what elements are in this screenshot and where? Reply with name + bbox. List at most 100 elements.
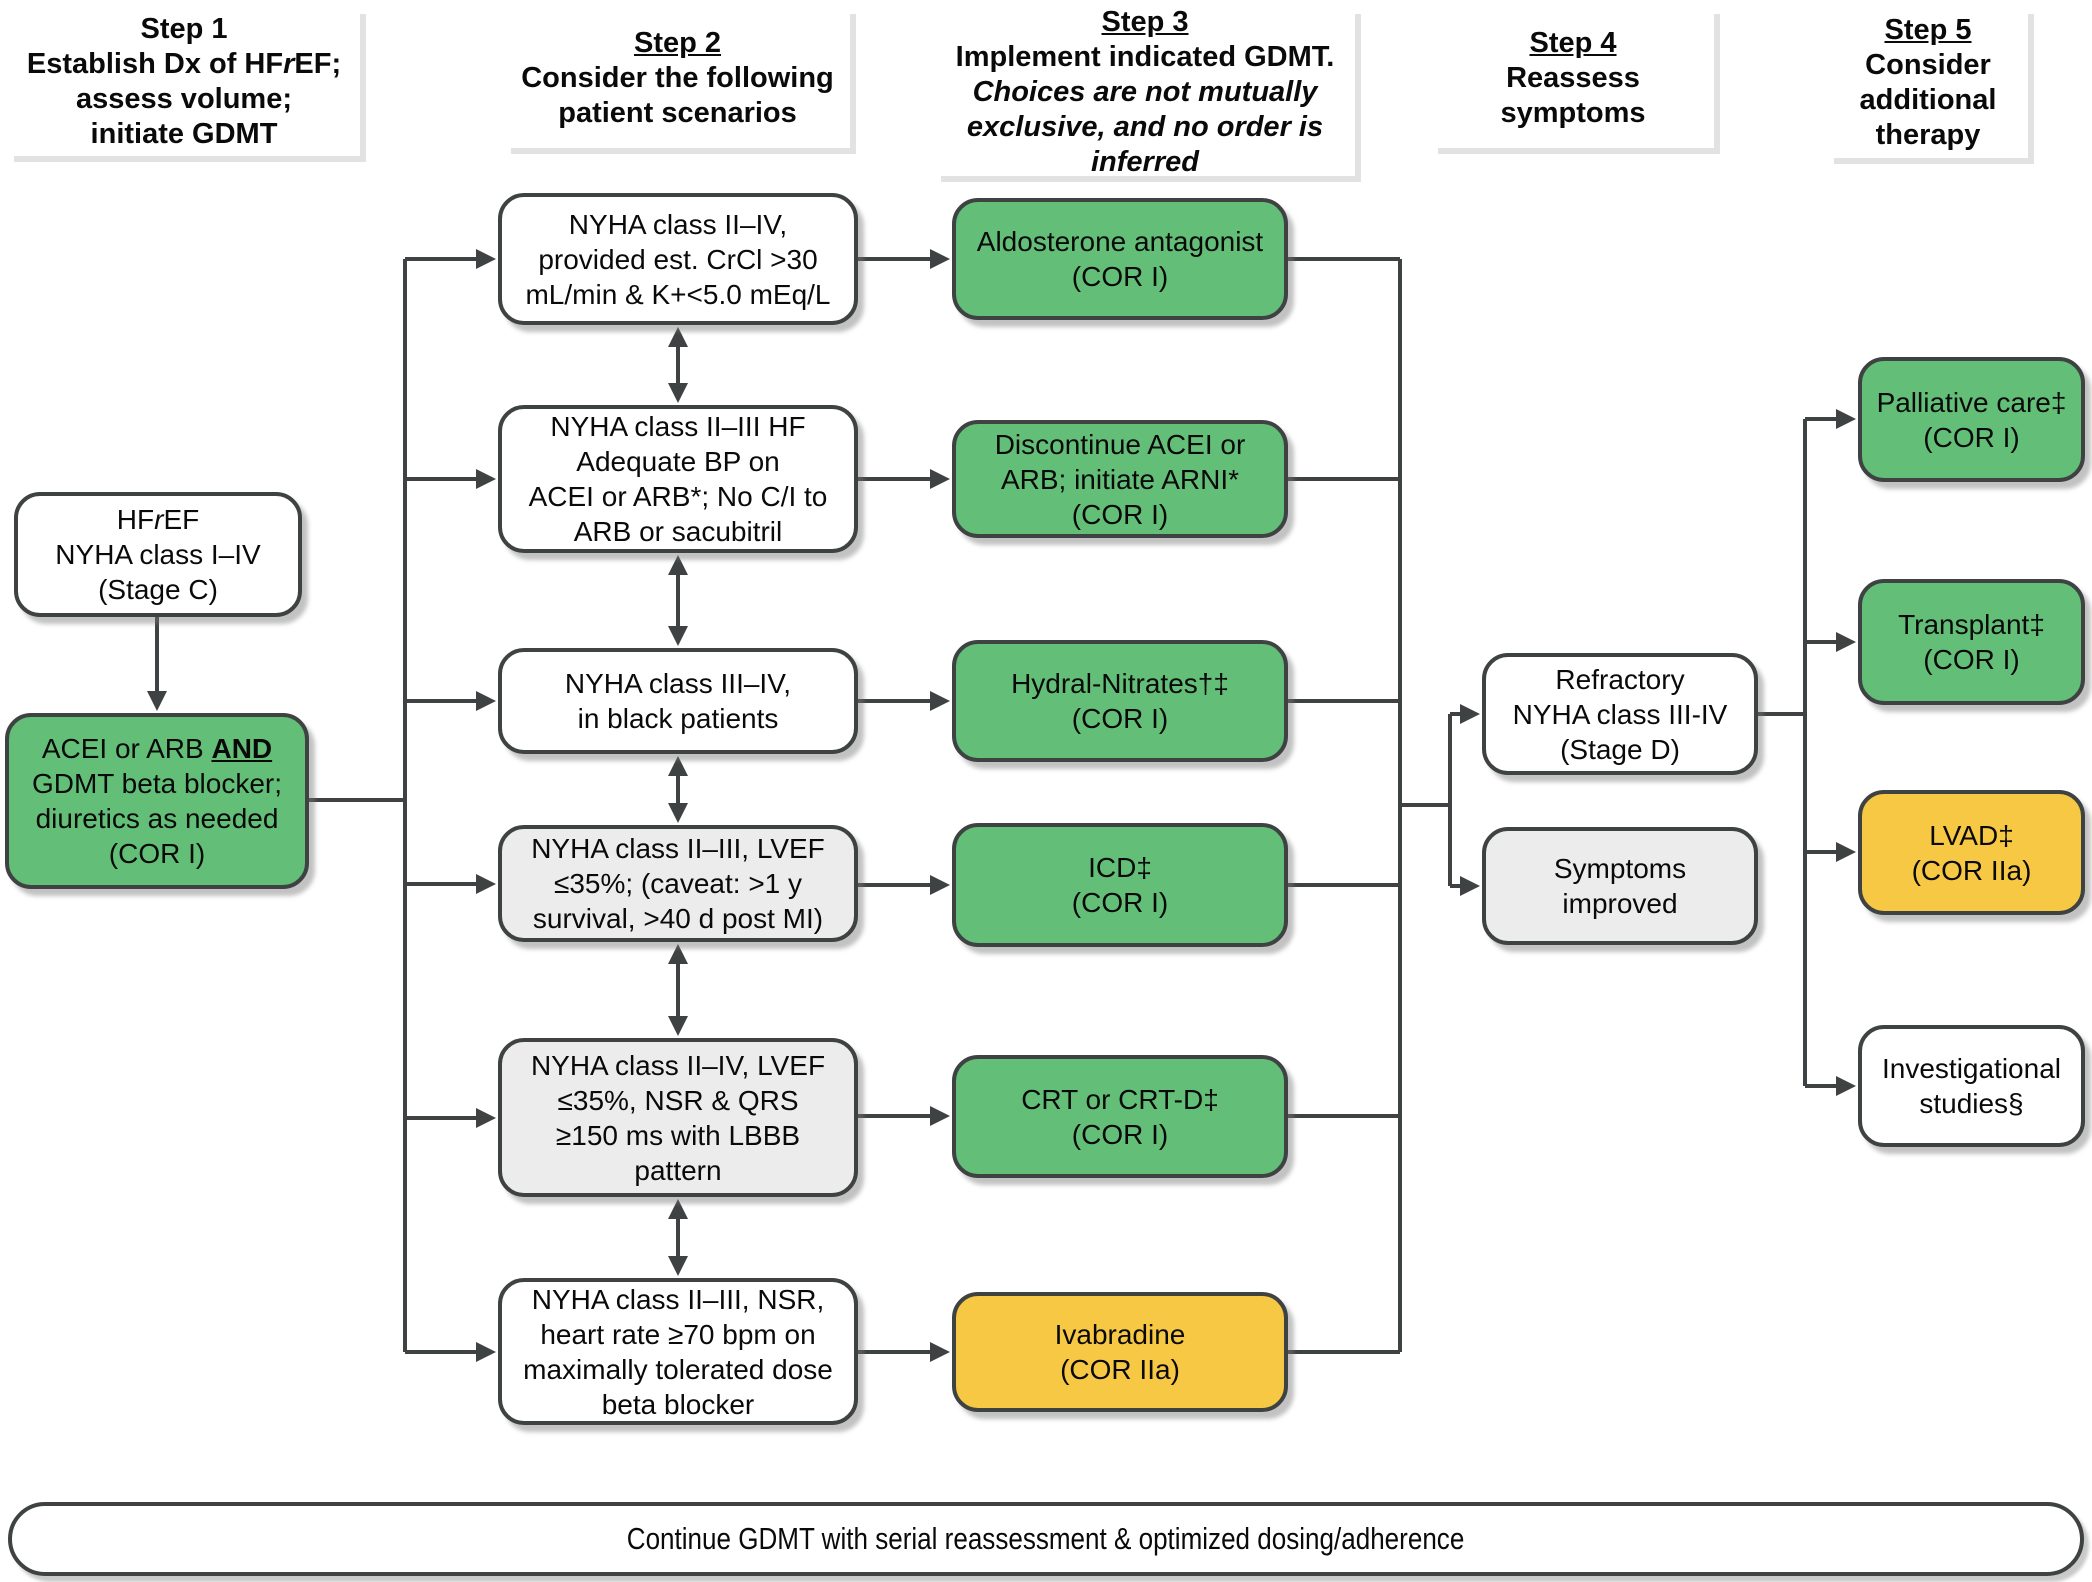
- continue-gdmt-banner: Continue GDMT with serial reassessment &…: [8, 1502, 2084, 1576]
- step3-header: Step 3 Implement indicated GDMT. Choices…: [935, 5, 1355, 178]
- text-line: (COR IIa): [1911, 854, 2032, 886]
- text-line: (COR I): [1923, 644, 2020, 675]
- text-line: HFrEF: [116, 504, 200, 535]
- text-line: ARB or sacubitril: [573, 516, 783, 547]
- text-line: NYHA class II–IV, LVEF: [530, 1049, 826, 1081]
- step1-header: Step 1 Establish Dx of HFrEF; assess vol…: [8, 8, 360, 156]
- transplant-box: Transplant‡ (COR I): [1858, 579, 2085, 705]
- text-line: mL/min & K+<5.0 mEq/L: [525, 278, 831, 310]
- text-line: ≤35%, NSR & QRS: [557, 1084, 799, 1116]
- scenario-ivabradine-criteria-box: NYHA class II–III, NSR, heart rate ≥70 b…: [498, 1278, 858, 1425]
- text-line: Implement indicated GDMT.: [955, 40, 1335, 73]
- text-line: NYHA class II–IV,: [568, 208, 788, 240]
- text-line: improved: [1562, 888, 1678, 919]
- treatment-arni-box: Discontinue ACEI or ARB; initiate ARNI* …: [952, 420, 1288, 538]
- text-line: additional: [1859, 84, 1997, 116]
- text-line: (COR I): [1071, 498, 1169, 530]
- text-line: Aldosterone antagonist: [976, 226, 1264, 257]
- text-line: ≥150 ms with LBBB: [555, 1119, 801, 1151]
- text-line: beta blocker: [601, 1388, 755, 1420]
- text-line: ACEI or ARB AND: [41, 733, 273, 764]
- text-line: provided est. CrCl >30: [538, 243, 818, 275]
- text-line: (COR I): [1071, 887, 1169, 918]
- text-line: survival, >40 d post MI): [532, 903, 824, 934]
- text-line: (COR I): [108, 838, 206, 869]
- scenario-crt-criteria-box: NYHA class II–IV, LVEF ≤35%, NSR & QRS ≥…: [498, 1038, 858, 1197]
- text-line: (COR I): [1071, 703, 1169, 734]
- text-line: Choices are not mutually: [972, 75, 1318, 108]
- text-line: CRT or CRT-D‡: [1021, 1083, 1219, 1115]
- text-line: Consider the following: [521, 61, 834, 94]
- text-line: studies§: [1919, 1088, 2024, 1119]
- text-line: Symptoms: [1553, 853, 1687, 884]
- scenario-aldosterone-criteria-box: NYHA class II–IV, provided est. CrCl >30…: [498, 193, 858, 325]
- text-line: ACEI or ARB*; No C/I to: [528, 481, 828, 512]
- text-line: symptoms: [1500, 96, 1646, 129]
- text-line: Ivabradine: [1054, 1319, 1186, 1350]
- text-line: ARB; initiate ARNI*: [1000, 463, 1240, 495]
- treatment-hydral-nitrates-box: Hydral-Nitrates†‡ (COR I): [952, 640, 1288, 762]
- text-line: (Stage D): [1560, 733, 1680, 765]
- text-line: (COR I): [1071, 261, 1169, 292]
- text-line: assess volume;: [75, 83, 292, 115]
- text-line: therapy: [1875, 119, 1981, 151]
- text-line: ICD‡: [1088, 852, 1152, 883]
- text-line: (Stage C): [98, 574, 218, 605]
- banner-text: Continue GDMT with serial reassessment &…: [627, 1521, 1465, 1556]
- step4-title: Step 4: [1529, 26, 1617, 59]
- palliative-care-box: Palliative care‡ (COR I): [1858, 357, 2085, 482]
- text-line: (COR IIa): [1060, 1354, 1180, 1385]
- scenario-arni-criteria-box: NYHA class II–III HF Adequate BP on ACEI…: [498, 405, 858, 553]
- text-line: Reassess: [1506, 61, 1640, 94]
- text-line: exclusive, and no order is: [966, 110, 1324, 143]
- text-line: NYHA class III–IV,: [564, 668, 792, 699]
- acei-arb-beta-blocker-box: ACEI or ARB AND GDMT beta blocker; diure…: [5, 713, 309, 889]
- text-line: patient scenarios: [558, 96, 797, 129]
- text-line: initiate GDMT: [90, 118, 278, 150]
- step2-title: Step 2: [633, 26, 722, 59]
- text-line: diuretics as needed: [35, 803, 279, 834]
- treatment-ivabradine-box: Ivabradine (COR IIa): [952, 1292, 1288, 1412]
- text-line: (COR I): [1071, 1118, 1169, 1150]
- text-line: Investigational: [1881, 1053, 2061, 1084]
- text-line: pattern: [634, 1154, 722, 1186]
- lvad-box: LVAD‡ (COR IIa): [1858, 790, 2085, 915]
- text-line: inferred: [1091, 145, 1199, 178]
- text-line: NYHA class II–III, NSR,: [531, 1283, 825, 1315]
- text-line: GDMT beta blocker;: [31, 768, 283, 799]
- text-line: LVAD‡: [1929, 819, 2014, 851]
- treatment-aldosterone-antagonist-box: Aldosterone antagonist (COR I): [952, 198, 1288, 320]
- step1-title: Step 1: [140, 13, 228, 45]
- text-line: NYHA class I–IV: [55, 539, 261, 570]
- text-line: Refractory: [1555, 663, 1685, 695]
- text-line: heart rate ≥70 bpm on: [540, 1318, 816, 1350]
- hfref-stage-c-box: HFrEF NYHA class I–IV (Stage C): [14, 492, 302, 617]
- treatment-icd-box: ICD‡ (COR I): [952, 823, 1288, 947]
- treatment-crt-box: CRT or CRT-D‡ (COR I): [952, 1055, 1288, 1178]
- text-line: in black patients: [577, 703, 779, 734]
- scenario-icd-criteria-box: NYHA class II–III, LVEF ≤35%; (caveat: >…: [498, 825, 858, 942]
- text-line: NYHA class III-IV: [1512, 698, 1728, 730]
- scenario-black-patients-box: NYHA class III–IV, in black patients: [498, 648, 858, 754]
- text-line: Hydral-Nitrates†‡: [1011, 668, 1229, 699]
- text-line: ≤35%; (caveat: >1 y: [553, 868, 803, 899]
- text-line: Adequate BP on: [576, 446, 780, 477]
- investigational-studies-box: Investigational studies§: [1858, 1025, 2085, 1147]
- text-line: Discontinue ACEI or: [994, 428, 1246, 460]
- text-line: NYHA class II–III HF: [550, 411, 806, 442]
- step4-header: Step 4 Reassess symptoms: [1432, 8, 1714, 148]
- refractory-stage-d-box: Refractory NYHA class III-IV (Stage D): [1482, 653, 1758, 775]
- text-line: (COR I): [1923, 421, 2020, 453]
- text-line: Transplant‡: [1898, 609, 2045, 640]
- step3-title: Step 3: [1101, 5, 1189, 38]
- text-line: maximally tolerated dose: [523, 1353, 833, 1385]
- symptoms-improved-box: Symptoms improved: [1482, 827, 1758, 945]
- text-line: NYHA class II–III, LVEF: [531, 833, 825, 864]
- step5-header: Step 5 Consider additional therapy: [1828, 8, 2028, 158]
- text-line: Consider: [1865, 49, 1991, 81]
- step5-title: Step 5: [1884, 14, 1972, 46]
- step2-header: Step 2 Consider the following patient sc…: [505, 8, 850, 148]
- text-line: Palliative care‡: [1876, 386, 2067, 418]
